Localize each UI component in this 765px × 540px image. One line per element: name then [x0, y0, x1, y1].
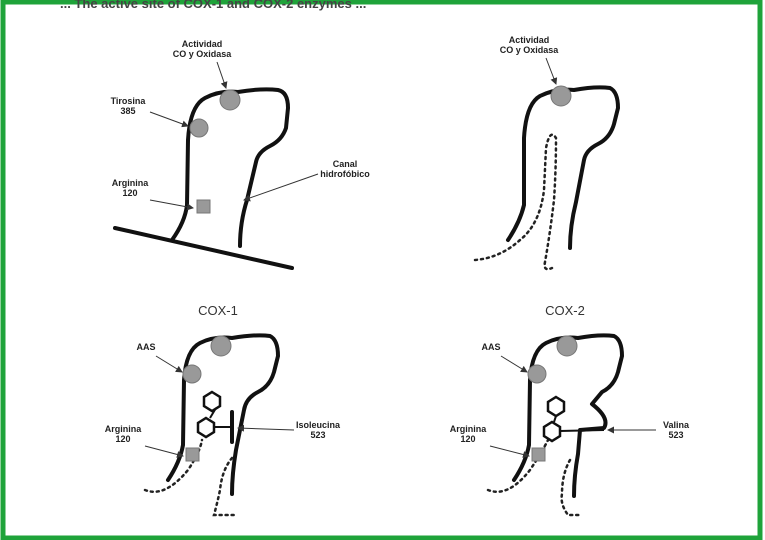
tyrosine-marker	[190, 119, 208, 137]
active-site-heme-marker	[557, 336, 577, 356]
label-active-site-line2: CO y Oxidasa	[500, 45, 560, 55]
label-active-site-line2: CO y Oxidasa	[173, 49, 233, 59]
header-text: ... The active site of COX-1 and COX-2 e…	[60, 0, 366, 11]
label-tyrosine-line1: Tirosina	[111, 96, 147, 106]
aas-marker	[183, 365, 201, 383]
active-site-heme-marker	[551, 86, 571, 106]
label-tyrosine-line2: 385	[120, 106, 135, 116]
active-site-heme-marker	[211, 336, 231, 356]
label-isoleucine-line1: Isoleucina	[296, 420, 341, 430]
label-arginine-line1: Arginina	[105, 424, 142, 434]
label-arginine-line1: Arginina	[112, 178, 149, 188]
arginine-marker	[186, 448, 199, 461]
label-valine-line1: Valina	[663, 420, 690, 430]
label-arginine-line2: 120	[122, 188, 137, 198]
panel-cox1: COX-1 AAS Arginina 120 Isoleucina 523	[105, 303, 341, 515]
label-arginine-line2: 120	[115, 434, 130, 444]
panel-cox2: COX-2 AAS Arginina 120 Valina 523	[450, 303, 690, 515]
label-channel-line1: Canal	[333, 159, 358, 169]
arachidonate-ring-bottom	[544, 422, 560, 441]
label-isoleucine-line2: 523	[310, 430, 325, 440]
cox1-title: COX-1	[198, 303, 238, 318]
arginine-marker	[197, 200, 210, 213]
aas-marker	[528, 365, 546, 383]
panel-top-left: Actividad CO y Oxidasa Tirosina 385 Argi…	[111, 39, 371, 268]
label-aas: AAS	[481, 342, 500, 352]
label-valine-line2: 523	[668, 430, 683, 440]
label-arginine-line1: Arginina	[450, 424, 487, 434]
label-active-site-line1: Actividad	[509, 35, 550, 45]
arachidonate-ring-top	[204, 392, 220, 411]
label-aas: AAS	[136, 342, 155, 352]
cox2-title: COX-2	[545, 303, 585, 318]
label-arginine-line2: 120	[460, 434, 475, 444]
label-channel-line2: hidrofóbico	[320, 169, 370, 179]
panel-top-right: Actividad CO y Oxidasa	[475, 35, 618, 269]
figure-border	[3, 2, 760, 538]
arginine-marker	[532, 448, 545, 461]
active-site-heme-marker	[220, 90, 240, 110]
arachidonate-ring-top	[548, 397, 564, 416]
arachidonate-ring-bottom	[198, 418, 214, 437]
label-active-site-line1: Actividad	[182, 39, 223, 49]
